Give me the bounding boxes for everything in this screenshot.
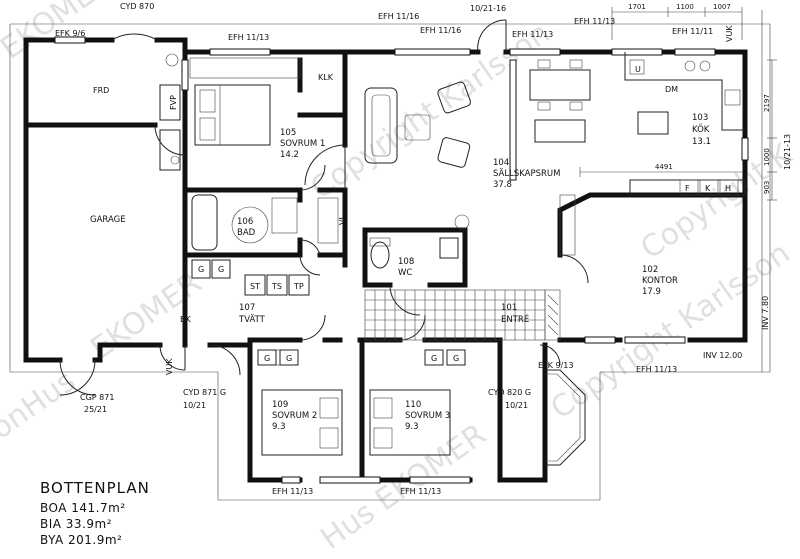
label-efh-11-13: EFH 11/13 — [574, 17, 615, 26]
label-efh-11-11: EFH 11/11 — [672, 27, 713, 36]
room-109-area: 9.3 — [272, 422, 286, 432]
label-k: K — [705, 184, 711, 193]
room-105-number: 105 — [280, 128, 296, 138]
room-105-area: 14.2 — [280, 150, 299, 160]
interior-walls — [23, 37, 748, 483]
dim-1000: 1000 — [763, 148, 771, 166]
label-cgp-871: CGP 871 — [80, 393, 114, 402]
label-efh-11-13: EFH 11/13 — [272, 487, 313, 496]
room-108-number: 108 — [398, 257, 414, 267]
room-103-number: 103 — [692, 113, 708, 123]
room-labels: GARAGE 105 SOVRUM 1 14.2 104 SÄLLSKAPSRU… — [90, 113, 711, 432]
label-g: G — [264, 354, 270, 363]
room-102-number: 102 — [642, 265, 658, 275]
entry-tiles — [364, 289, 546, 341]
room-106-number: 106 — [237, 217, 253, 227]
label-10-21-13: 10/21-13 — [783, 134, 792, 170]
label-10-21: 10/21 — [183, 401, 206, 410]
label-efk-9-6: EFK 9/6 — [55, 29, 85, 38]
label-bk: BK — [180, 315, 191, 324]
label-25-21: 25/21 — [84, 405, 107, 414]
boa-area: BOA 141.7m² — [40, 501, 126, 515]
room-104-area: 37.8 — [493, 180, 512, 190]
room-110-name: SOVRUM 3 — [405, 411, 450, 421]
label-efh-11-13: EFH 11/13 — [400, 487, 441, 496]
label-g: G — [453, 354, 459, 363]
watermark-text: onHus — [0, 364, 82, 447]
label-10-21: 10/21 — [505, 401, 528, 410]
label-efh-11-16: EFH 11/16 — [420, 26, 461, 35]
dim-4491: 4491 — [655, 163, 673, 171]
label-g: G — [218, 265, 224, 274]
label-cyd-871-g: CYD 871 G — [183, 388, 226, 397]
bya-area: BYA 201.9m² — [40, 533, 122, 547]
label-10-21-16: 10/21-16 — [470, 4, 506, 13]
label-cyd-870: CYD 870 — [120, 2, 154, 11]
label-vuk-left: VUK — [165, 358, 174, 375]
dim-1007: 1007 — [713, 3, 731, 11]
label-dm: DM — [665, 85, 678, 94]
label-efh-11-13: EFH 11/13 — [228, 33, 269, 42]
dimension-labels: 1701 1100 1007 2197 1000 903 4491 — [628, 3, 771, 194]
label-h: H — [725, 184, 731, 193]
callout-labels: CYD 870 EFK 9/6 EFH 11/13 EFH 11/16 EFH … — [55, 2, 792, 496]
label-st: ST — [250, 282, 260, 291]
room-109-name: SOVRUM 2 — [272, 411, 317, 421]
room-101-name: ENTRÉ — [501, 313, 529, 325]
dimension-lines — [579, 7, 777, 201]
watermark-text: Copyright Karlsson — [545, 236, 797, 427]
room-110-number: 110 — [405, 400, 421, 410]
room-109-number: 109 — [272, 400, 288, 410]
label-ts: TS — [271, 282, 282, 291]
label-tp: TP — [293, 282, 304, 291]
room-106-name: BAD — [237, 228, 256, 238]
plan-title: BOTTENPLAN — [40, 479, 150, 497]
label-vl: VL — [338, 215, 347, 225]
room-garage-label: GARAGE — [90, 215, 126, 225]
plan-summary: BOTTENPLAN BOA 141.7m² BIA 33.9m² BYA 20… — [40, 479, 150, 547]
label-u: U — [635, 65, 641, 74]
bia-area: BIA 33.9m² — [40, 517, 112, 531]
label-fvp: FVP — [169, 95, 178, 110]
room-107-name: TVÄTT — [238, 314, 266, 325]
windows — [54, 36, 749, 484]
room-101-number: 101 — [501, 303, 517, 313]
label-frd: FRD — [93, 86, 109, 95]
dim-2197: 2197 — [763, 94, 771, 112]
room-108-name: WC — [398, 268, 412, 278]
label-inv-12: INV 12.00 — [703, 351, 742, 360]
label-cyd-820-g: CYD 820 G — [488, 388, 531, 397]
dim-1701: 1701 — [628, 3, 646, 11]
label-g: G — [431, 354, 437, 363]
room-105-name: SOVRUM 1 — [280, 139, 325, 149]
dim-903: 903 — [763, 181, 771, 194]
room-103-area: 13.1 — [692, 137, 711, 147]
label-vuk-top: VUK — [725, 25, 734, 42]
dim-1100: 1100 — [676, 3, 694, 11]
room-104-name: SÄLLSKAPSRUM — [493, 168, 560, 179]
roof-outline — [9, 10, 771, 501]
label-efh-11-13: EFH 11/13 — [512, 30, 553, 39]
room-102-name: KONTOR — [642, 276, 678, 286]
label-g: G — [198, 265, 204, 274]
label-klk: KLK — [318, 73, 334, 82]
label-efh-11-16: EFH 11/16 — [378, 12, 419, 21]
label-efh-11-13: EFH 11/13 — [636, 365, 677, 374]
exterior-walls — [23, 37, 748, 483]
label-efk-9-13: EFK 9/13 — [538, 361, 573, 370]
room-104-number: 104 — [493, 158, 509, 168]
furniture — [159, 52, 746, 456]
room-107-number: 107 — [239, 303, 255, 313]
label-g: G — [286, 354, 292, 363]
label-f: F — [685, 184, 690, 193]
room-103-name: KÖK — [692, 124, 710, 135]
bay-window — [545, 369, 586, 466]
label-inv-7-80: INV 7.80 — [761, 296, 770, 330]
room-102-area: 17.9 — [642, 287, 661, 297]
room-110-area: 9.3 — [405, 422, 419, 432]
